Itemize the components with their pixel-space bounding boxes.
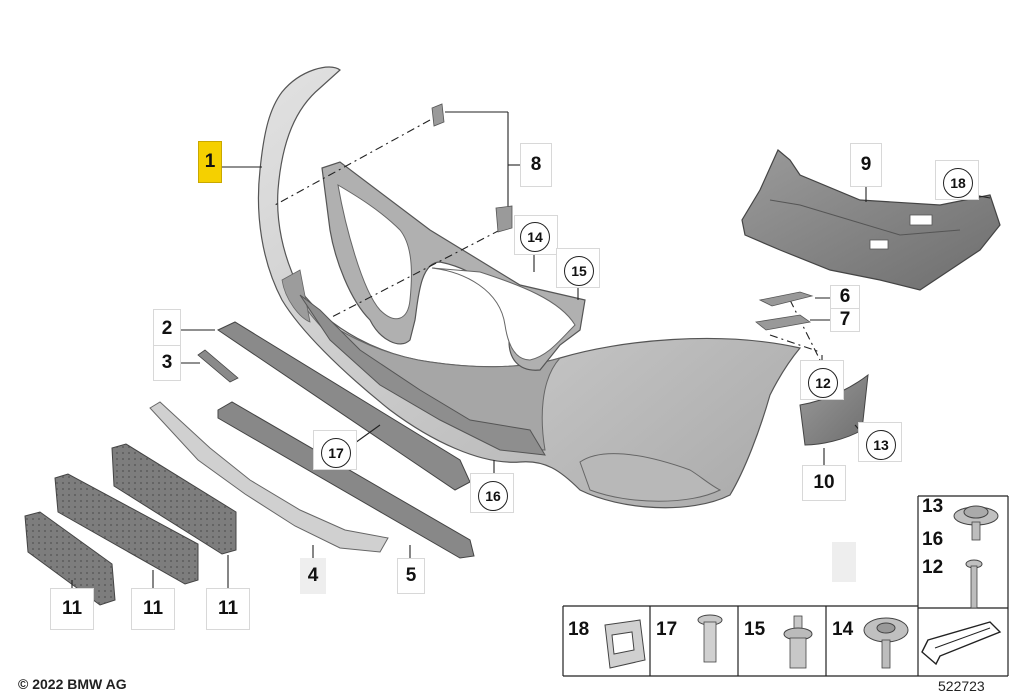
dash-lines xyxy=(274,119,821,361)
clip-part-8a[interactable] xyxy=(431,103,445,127)
callout-6[interactable]: 6 xyxy=(830,285,860,309)
callout-5[interactable]: 5 xyxy=(397,558,425,594)
circled-18[interactable]: 18 xyxy=(943,168,973,198)
callout-11c[interactable]: 11 xyxy=(206,588,250,630)
carrier-frame-part[interactable] xyxy=(299,161,586,456)
copyright-text: © 2022 BMW AG xyxy=(18,676,127,692)
circled-17[interactable]: 17 xyxy=(321,438,351,468)
screw-12-icon xyxy=(965,559,983,609)
clip-part-8b[interactable] xyxy=(495,205,513,233)
circled-14[interactable]: 14 xyxy=(520,222,550,252)
circled-15[interactable]: 15 xyxy=(564,256,594,286)
rivet-17-icon xyxy=(697,614,723,663)
legend-label-12[interactable]: 12 xyxy=(922,557,944,578)
callout-11b[interactable]: 11 xyxy=(131,588,175,630)
callout-10[interactable]: 10 xyxy=(802,465,846,501)
license-plate-base-11b[interactable] xyxy=(54,473,199,585)
bracket-8-lines xyxy=(445,111,520,211)
legend-label-16[interactable]: 16 xyxy=(922,529,944,550)
bumper-trim-part[interactable] xyxy=(257,66,802,509)
callout-11a[interactable]: 11 xyxy=(50,588,94,630)
license-plate-base-11a[interactable] xyxy=(24,511,116,606)
expansion-rivet-15-icon xyxy=(783,615,813,669)
license-plate-base-11c[interactable] xyxy=(111,443,237,555)
clip-nut-18-icon xyxy=(604,619,646,669)
callout-7[interactable]: 7 xyxy=(830,308,860,332)
callout-1[interactable]: 1 xyxy=(198,141,222,183)
legend-label-13[interactable]: 13 xyxy=(922,496,944,517)
callout-2[interactable]: 2 xyxy=(153,309,181,349)
callout-9[interactable]: 9 xyxy=(850,143,882,187)
legend-frame xyxy=(562,495,1009,677)
callout-4[interactable]: 4 xyxy=(300,558,326,594)
trim-strip-5-part[interactable] xyxy=(217,401,475,559)
circled-16[interactable]: 16 xyxy=(478,481,508,511)
reinforcement-7-part[interactable] xyxy=(755,314,812,331)
legend-label-17[interactable]: 17 xyxy=(656,619,678,640)
circled-12[interactable]: 12 xyxy=(808,368,838,398)
clip-3-part[interactable] xyxy=(197,349,239,383)
trim-strip-2-part[interactable] xyxy=(216,321,471,491)
callout-3[interactable]: 3 xyxy=(153,345,181,381)
legend-label-18[interactable]: 18 xyxy=(568,619,590,640)
grille-4-part[interactable] xyxy=(149,401,389,553)
diagram-number: 522723 xyxy=(938,678,985,694)
circled-13[interactable]: 13 xyxy=(866,430,896,460)
callout-8[interactable]: 8 xyxy=(520,143,552,187)
legend-label-14[interactable]: 14 xyxy=(832,619,854,640)
reinforcement-6-part[interactable] xyxy=(758,291,814,307)
legend-label-15[interactable]: 15 xyxy=(744,619,766,640)
support-9-part[interactable] xyxy=(741,149,1001,291)
screw-13-icon xyxy=(953,505,999,541)
arrow-symbol-icon xyxy=(921,621,1002,666)
screw-14-icon xyxy=(863,617,909,669)
shade-box-right xyxy=(832,542,856,582)
